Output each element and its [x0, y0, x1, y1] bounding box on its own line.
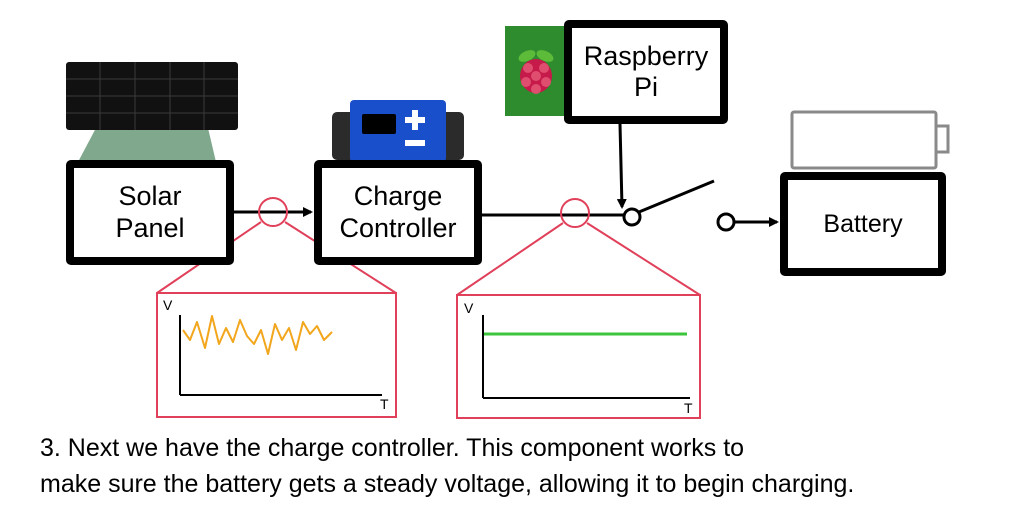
battery-box: Battery — [780, 172, 946, 276]
charge-controller-icon — [332, 100, 464, 162]
raspberry-pi-label-line1: Raspberry — [583, 40, 709, 71]
solar-panel-icon — [66, 62, 238, 130]
magnifier-regulated — [456, 198, 701, 419]
raspberry-pi-logo-icon — [505, 26, 567, 116]
graph-regulated: V T — [464, 300, 693, 416]
charge-controller-box: Charge Controller — [314, 160, 482, 265]
x-axis-label: T — [380, 396, 389, 412]
caption-line-1: 3. Next we have the charge controller. T… — [40, 434, 745, 462]
circuit-diagram: V T V T — [66, 26, 950, 419]
solar-panel-box: Solar Panel — [66, 160, 234, 265]
y-axis-label: V — [163, 297, 173, 313]
graph-unregulated: V T — [163, 297, 389, 412]
switch-icon — [622, 179, 736, 232]
battery-label: Battery — [823, 209, 903, 238]
raspberry-pi-box: Raspberry Pi — [564, 20, 728, 124]
light-beam — [78, 128, 216, 162]
wire-pi-to-switch — [616, 123, 627, 209]
charge-controller-label-line1: Charge — [353, 181, 443, 212]
solar-panel-label-line1: Solar — [118, 181, 182, 212]
battery-outline-icon — [790, 110, 950, 170]
x-axis-label: T — [684, 400, 693, 416]
caption: 3. Next we have the charge controller. T… — [40, 430, 1020, 502]
raspberry-pi-label-line2: Pi — [633, 72, 658, 102]
caption-line-2: make sure the battery gets a steady volt… — [40, 470, 855, 498]
magnifier-unregulated — [156, 197, 397, 418]
y-axis-label: V — [464, 300, 474, 316]
solar-panel-label-line2: Panel — [115, 212, 185, 243]
charge-controller-label-line2: Controller — [339, 212, 457, 243]
unregulated-voltage-line — [182, 315, 333, 355]
